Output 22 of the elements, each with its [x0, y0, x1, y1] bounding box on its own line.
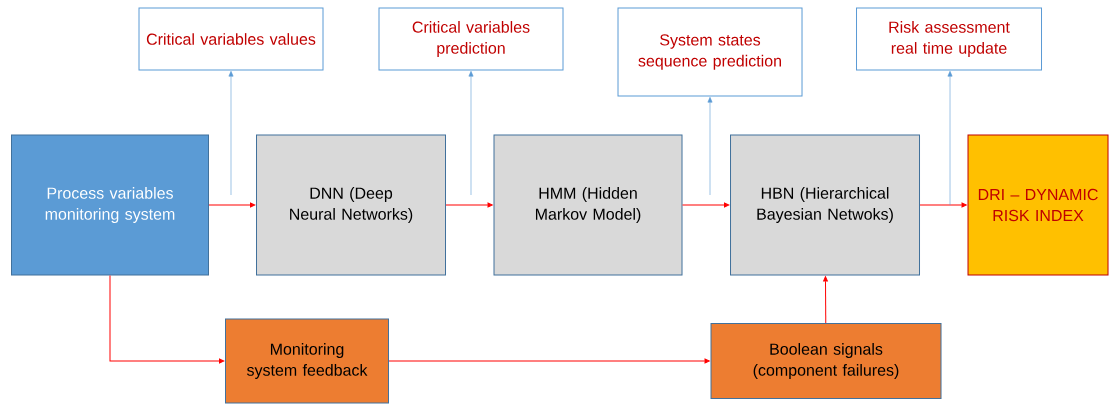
arrow [823, 276, 828, 324]
arrow [947, 71, 953, 206]
arrow [682, 202, 730, 208]
output-box: Critical variables prediction [378, 7, 564, 71]
process-box: Monitoring system feedback [225, 318, 389, 404]
arrow [109, 275, 225, 364]
output-box: Critical variables values [138, 7, 324, 71]
arrow [228, 71, 234, 196]
arrow [445, 202, 493, 208]
process-box: HMM (Hidden Markov Model) [493, 134, 683, 276]
arrow [468, 71, 474, 196]
arrow [208, 202, 256, 208]
process-box: DNN (Deep Neural Networks) [256, 134, 446, 276]
output-box: Risk assessment real time update [856, 7, 1042, 71]
process-box: HBN (Hierarchical Bayesian Netwoks) [730, 134, 920, 276]
output-box: System states sequence prediction [617, 7, 803, 97]
result-box: DRI – DYNAMIC RISK INDEX [967, 134, 1109, 276]
arrow [388, 358, 710, 364]
process-box: Boolean signals (component failures) [710, 323, 942, 399]
process-box: Process variables monitoring system [11, 134, 209, 276]
arrow [919, 202, 967, 208]
arrow [707, 97, 713, 196]
